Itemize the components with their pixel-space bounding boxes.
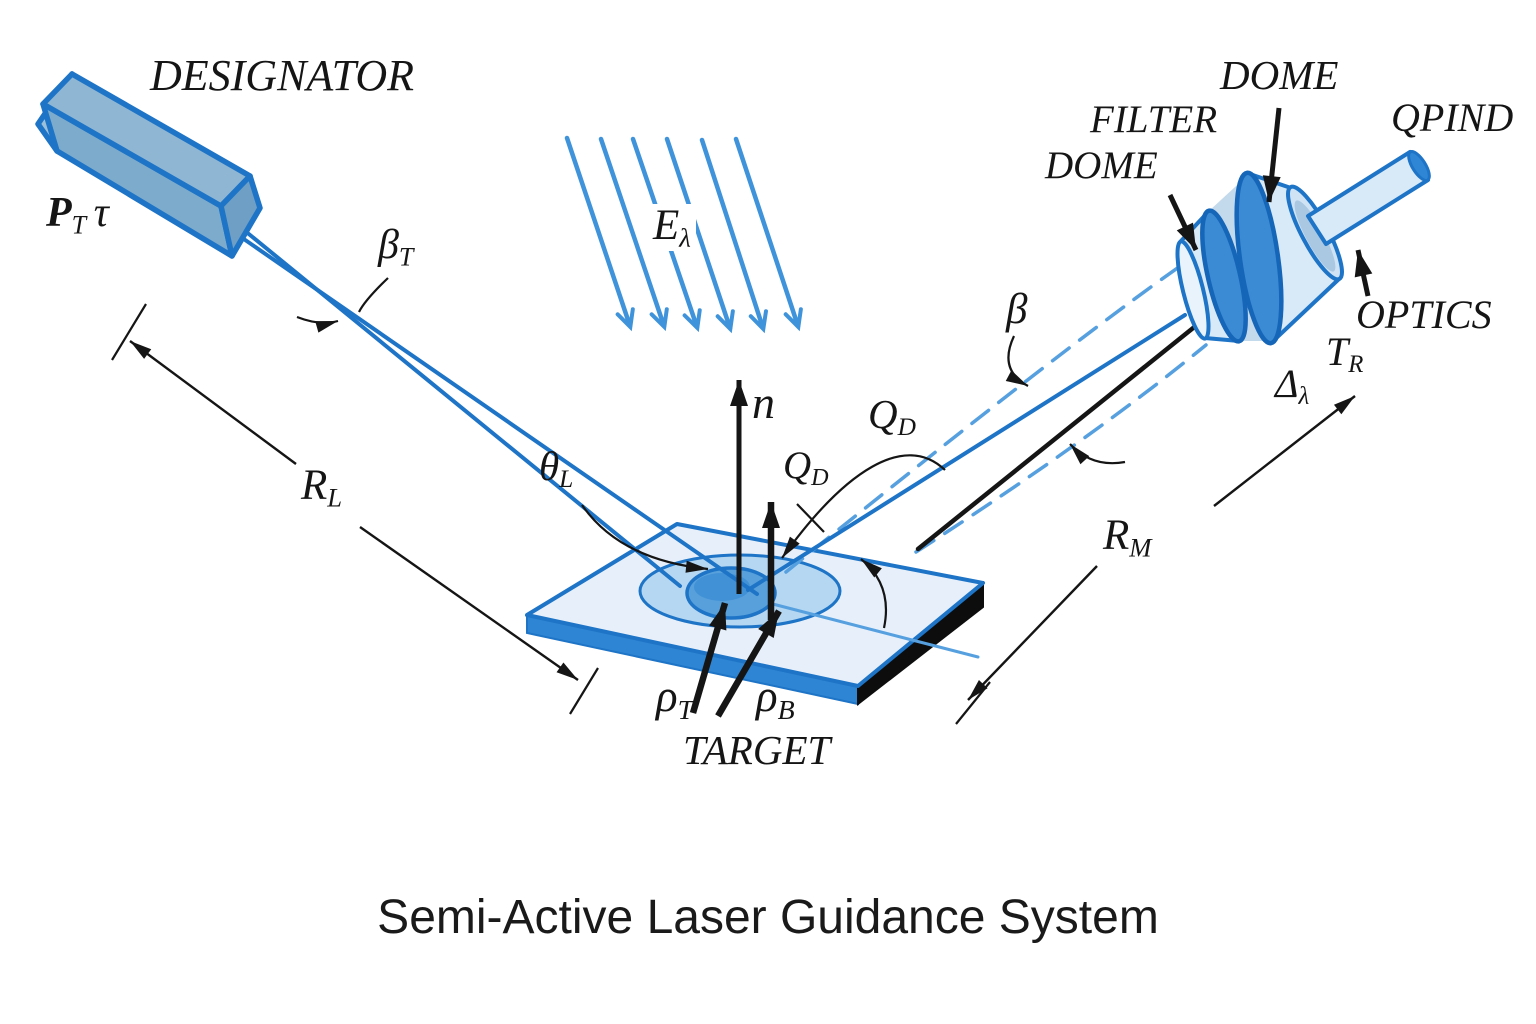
line-of-sight [915,309,1216,552]
fov-lower-dashed-line [914,343,1208,554]
missile-range-dimension [955,395,1356,725]
solar-irradiance-arrows [564,135,803,334]
receiver-transmission-label: TR [1326,329,1364,378]
receiver-angle-arrow [1005,335,1029,387]
dome-disk [1234,170,1284,346]
laser-beam [223,215,759,596]
qpind-label: QPIND [1391,95,1514,140]
solar-arrow [699,137,768,334]
solar-arrow [564,135,635,332]
target-label: TARGET [683,727,831,773]
target-reflectance-label: ρT [656,671,694,726]
background-reflectance-arrow [715,609,782,718]
beam-divergence-label: βT [378,222,414,272]
background-reflectance-label: ρB [756,671,795,726]
reflected-intensity-leader [796,503,825,533]
seeker-assembly [1175,150,1431,346]
dimension-tick [111,303,147,361]
designator-range-label: RL [301,462,343,513]
specular-reflection-line [763,600,980,659]
missile-range-label: RM [1103,512,1152,563]
filter-dome-disk [1200,208,1248,344]
incidence-angle-leader [581,504,709,573]
reflection-angle-arrow [860,558,888,629]
laser-spot-core [694,573,750,601]
filter-dome-label-line1: FILTER [1090,98,1218,141]
dome-pointer-arrow [1262,107,1282,203]
optics-label: OPTICS [1356,292,1492,337]
dome-label: DOME [1220,52,1339,98]
beam-divergence-leader [358,277,389,313]
solar-irradiance-label: Eλ [648,204,696,252]
laser-beam-lower-edge [223,224,759,596]
fov-upper-dashed-line [784,260,1188,574]
qpind-tube-cap [1407,150,1431,182]
reflected-intensity-label-near: QD [783,444,829,491]
reflected-ray [746,313,1187,592]
reflected-intensity-arc [781,454,946,559]
designator-label: DESIGNATOR [150,51,414,100]
filter-dome-pointer-arrow [1167,193,1199,252]
solar-arrow [664,136,735,334]
diagram-title: Semi-Active Laser Guidance System [377,891,1159,944]
target-reflectance-arrow [689,602,729,714]
surface-normal-label: n [752,377,775,428]
solar-arrow [598,136,669,332]
dimension-tick [955,681,991,725]
reflected-intensity-label-far: QD [868,391,916,442]
designator-device [35,71,263,259]
filter-dome-label-line2: DOME [1045,144,1158,187]
incidence-angle-label: θL [539,443,574,494]
optics-inner-shadow [1294,200,1336,272]
look-angle-arrow [1069,443,1126,465]
solar-arrow [733,136,803,332]
beam-divergence-arrow [296,315,339,333]
dimension-tick [569,667,599,715]
spectral-bandwidth-label: Δλ [1275,361,1310,410]
designator-emitter-face [218,173,263,259]
receiver-angle-label: β [1006,286,1028,333]
designator-range-dimension [111,303,599,715]
optics-pointer-arrow [1354,249,1373,297]
